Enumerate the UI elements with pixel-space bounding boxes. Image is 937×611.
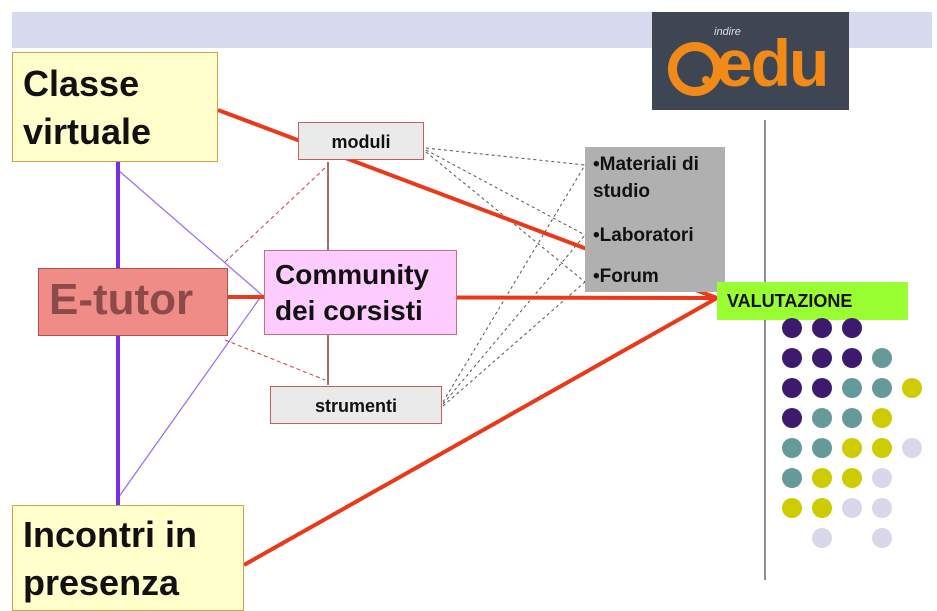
logo-main-text: edu — [716, 26, 829, 100]
moduli-materiali-dashed-1 — [425, 147, 586, 166]
logo-small-text: indire — [714, 26, 741, 38]
materiali-item-2: •Laboratori — [593, 225, 694, 246]
decorative-dot — [812, 408, 832, 428]
incontri-label-line1: Incontri in — [23, 514, 197, 555]
community-box: Community dei corsisti — [264, 250, 457, 335]
decorative-dot — [842, 408, 862, 428]
indire-edu-logo: indire edu — [652, 12, 849, 110]
decorative-dot — [812, 438, 832, 458]
decorative-dot — [812, 528, 832, 548]
decorative-dot — [842, 318, 862, 338]
etutor-to-community-line-bottom — [117, 294, 263, 499]
strumenti-materiali-dashed-3 — [442, 281, 586, 407]
community-label-line2: dei corsisti — [275, 295, 423, 326]
materiali-item-1-cont: studio — [593, 181, 650, 202]
incontri-valutazione-line — [243, 296, 718, 567]
strumenti-materiali-dashed-2 — [442, 234, 586, 405]
decorative-dot — [842, 348, 862, 368]
decorative-dot — [872, 498, 892, 518]
decorative-dot — [812, 348, 832, 368]
decorative-dot — [902, 438, 922, 458]
logo-dot-icon — [702, 76, 710, 84]
e-tutor-label: E-tutor — [49, 275, 194, 324]
decorative-dot — [812, 318, 832, 338]
decorative-dot — [842, 468, 862, 488]
decorative-dot — [782, 468, 802, 488]
decorative-dot — [872, 378, 892, 398]
decorative-dot — [872, 528, 892, 548]
valutazione-label: VALUTAZIONE — [727, 291, 853, 311]
moduli-materiali-dashed-2 — [425, 149, 586, 236]
materiali-item-1: •Materiali di — [593, 154, 699, 175]
materiali-box: •Materiali di studio •Laboratori •Forum — [585, 147, 725, 292]
valutazione-box: VALUTAZIONE — [717, 282, 908, 320]
moduli-label: moduli — [331, 132, 391, 152]
decorative-dot — [812, 498, 832, 518]
classe-label-line2: virtuale — [23, 111, 152, 152]
classe-label-line1: Classe — [23, 63, 140, 104]
decorative-dot — [872, 348, 892, 368]
decorative-dot — [842, 498, 862, 518]
decorative-dot — [902, 378, 922, 398]
logo-ring-icon — [668, 42, 722, 96]
community-label-line1: Community — [275, 259, 429, 290]
decorative-dot — [782, 348, 802, 368]
decorative-dot — [842, 378, 862, 398]
etutor-to-moduli-dashed — [224, 167, 326, 263]
etutor-to-strumenti-dashed — [224, 339, 326, 381]
materiali-item-3: •Forum — [593, 266, 659, 287]
strumenti-label: strumenti — [314, 396, 397, 416]
moduli-box: moduli — [298, 122, 424, 160]
decorative-dot — [842, 438, 862, 458]
decorative-dot — [782, 378, 802, 398]
decorative-dot — [782, 438, 802, 458]
decorative-dot — [872, 408, 892, 428]
classe-virtuale-box: Classe virtuale — [12, 52, 218, 162]
decorative-dot — [782, 318, 802, 338]
strumenti-materiali-dashed-1 — [442, 164, 586, 403]
e-tutor-box: E-tutor — [38, 268, 228, 336]
decorative-dot — [872, 468, 892, 488]
incontri-label-line2: presenza — [23, 562, 180, 603]
incontri-box: Incontri in presenza — [12, 505, 244, 611]
decorative-dot — [872, 438, 892, 458]
strumenti-box: strumenti — [270, 386, 442, 424]
etutor-to-community-line-top — [117, 169, 263, 296]
decorative-dot — [782, 408, 802, 428]
decorative-dot — [782, 498, 802, 518]
decorative-dot — [812, 378, 832, 398]
decorative-dot — [812, 468, 832, 488]
